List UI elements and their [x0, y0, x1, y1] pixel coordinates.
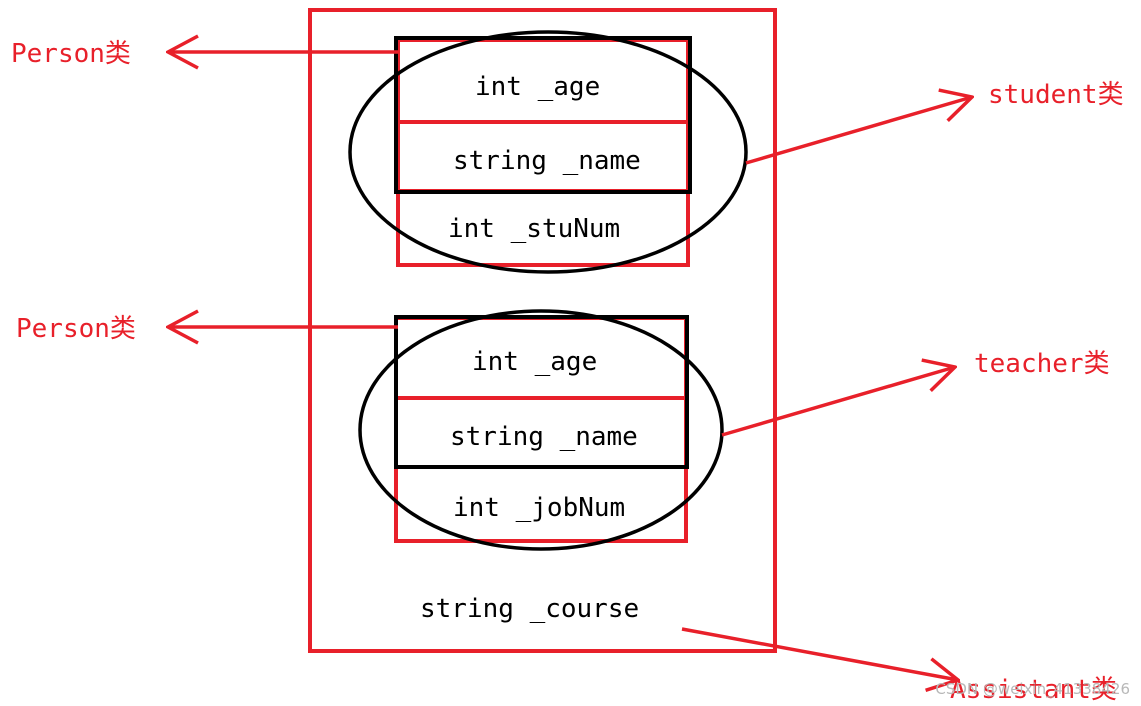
student-field-name: string _name	[453, 146, 641, 176]
assistant-field-course: string _course	[420, 594, 639, 624]
teacher-field-name: string _name	[450, 422, 638, 452]
teacher-person-box	[394, 315, 689, 469]
student-field-age: int _age	[475, 72, 600, 102]
student-class-arrow	[745, 97, 972, 165]
teacher-ellipse	[358, 309, 724, 551]
teacher-class-arrow	[721, 367, 955, 437]
teacher-base-label: Person类	[16, 314, 136, 344]
teacher-part: int _age string _name int _jobNum	[358, 309, 724, 551]
teacher-field-jobnum: int _jobNum	[453, 493, 625, 523]
teacher-field-age: int _age	[472, 347, 597, 377]
assistant-class-arrow	[681, 627, 958, 680]
student-class-label: student类	[988, 80, 1124, 110]
teacher-class-label: teacher类	[974, 349, 1110, 379]
student-base-label: Person类	[11, 39, 131, 69]
assistant-class-label: Assistant类	[950, 675, 1117, 705]
student-field-stunum: int _stuNum	[448, 214, 620, 244]
student-ellipse	[348, 30, 748, 274]
student-person-box	[394, 36, 692, 194]
watermark: CSDN @weixin_41338426	[935, 680, 1130, 699]
student-part: int _age string _name int _stuNum	[348, 30, 748, 274]
assistant-class-box	[308, 8, 777, 653]
